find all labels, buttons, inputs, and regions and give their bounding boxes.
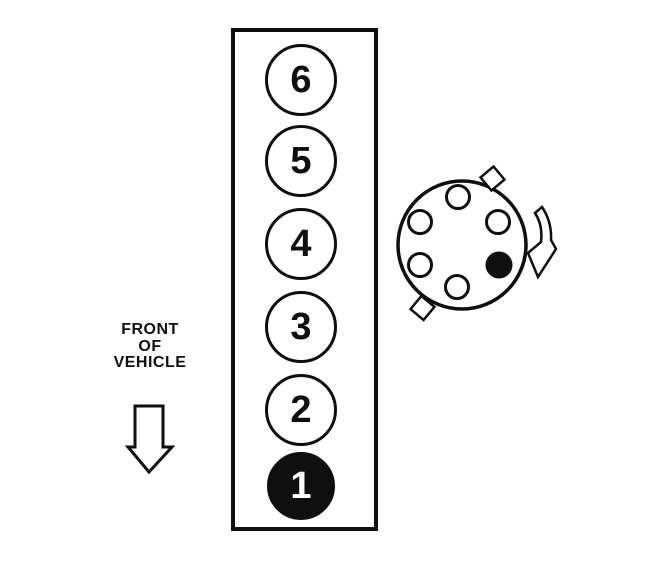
cylinder-number: 3 <box>290 305 312 348</box>
cylinder-circle-6: 6 <box>265 44 337 116</box>
terminal-lower-right-marked <box>485 251 513 279</box>
front-direction-down-arrow-icon <box>125 404 176 475</box>
down-arrow-shape <box>125 404 176 475</box>
distributor-tab-lower-left <box>408 294 437 322</box>
front-label-line: OF <box>138 337 162 355</box>
cylinder-number: 1 <box>290 464 312 507</box>
front-label-line: VEHICLE <box>113 354 187 371</box>
terminal-top <box>445 184 471 210</box>
cylinder-circle-4: 4 <box>265 208 337 280</box>
cylinder-number: 2 <box>290 388 312 431</box>
front-label-line: FRONT <box>121 321 179 338</box>
cylinder-number: 6 <box>290 58 312 101</box>
distributor-tab-upper-right <box>478 164 507 193</box>
cylinder-circle-3: 3 <box>265 291 337 363</box>
cylinder-circle-2: 2 <box>265 374 337 446</box>
cylinder-circle-1-marked: 1 <box>267 452 335 520</box>
distributor-cap-diagram <box>396 164 558 322</box>
front-of-vehicle-label: FRONT OF VEHICLE <box>85 321 215 372</box>
cylinder-number: 5 <box>290 139 312 182</box>
terminal-upper-right <box>485 209 511 235</box>
cylinder-number: 4 <box>290 222 312 265</box>
cylinder-circle-5: 5 <box>265 125 337 197</box>
clockwise-rotation-arrow-icon <box>526 205 558 280</box>
terminal-upper-left <box>407 209 433 235</box>
terminal-bottom <box>444 274 470 300</box>
terminal-lower-left <box>407 252 433 278</box>
